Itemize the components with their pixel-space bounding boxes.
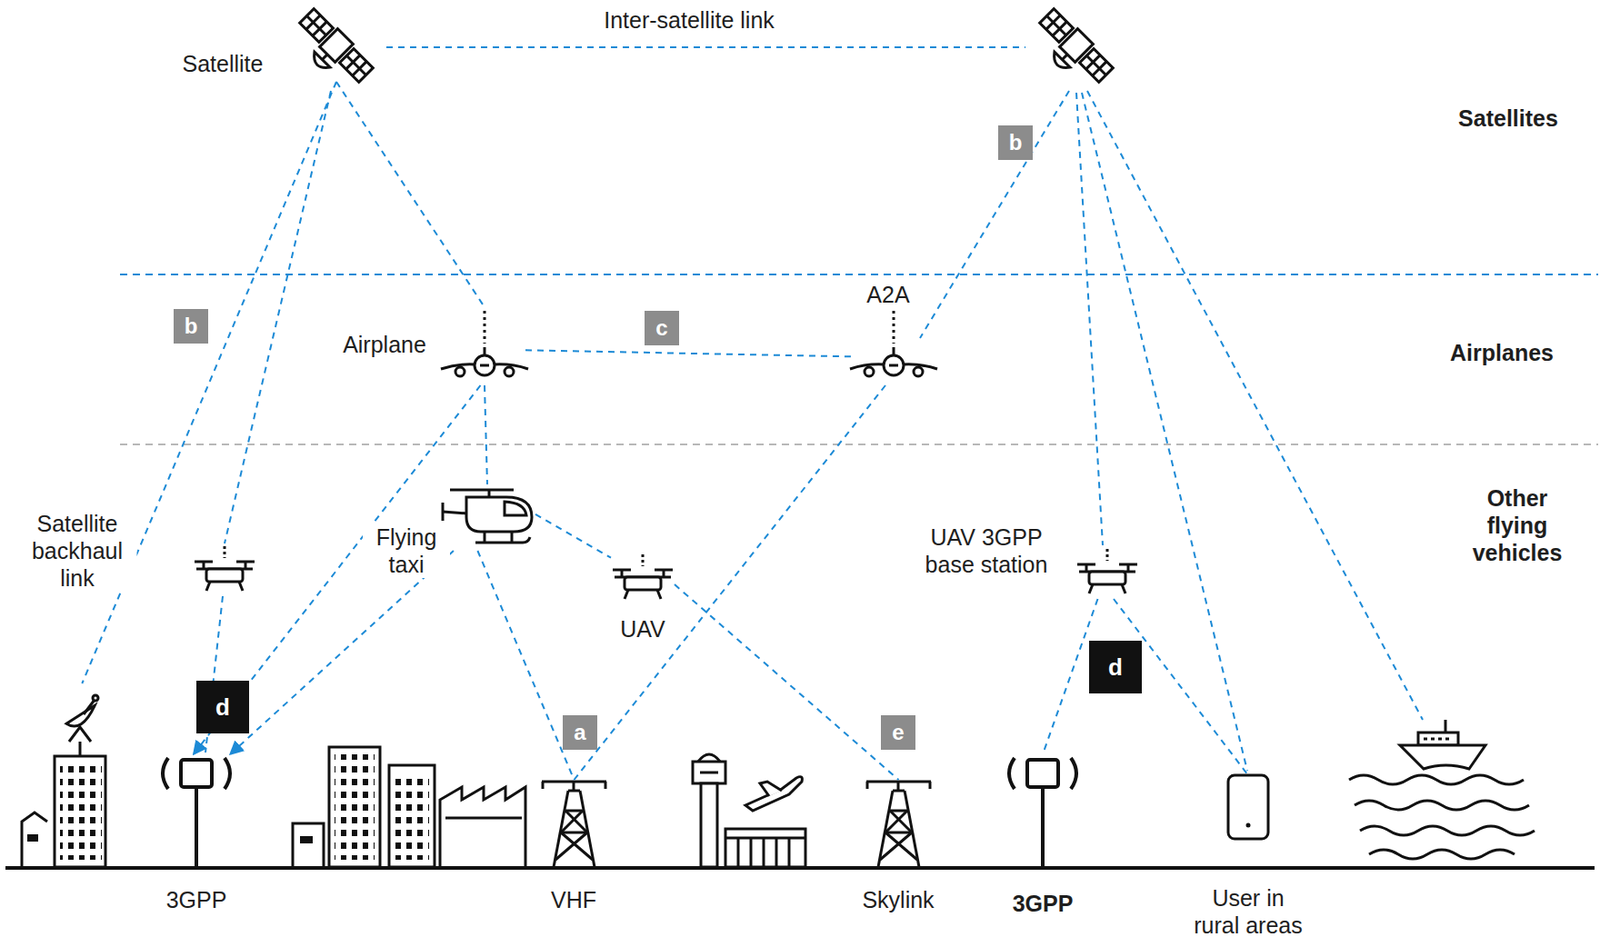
item-label: Flying taxi [362, 523, 450, 579]
band-heading: Other flying vehicles [1462, 484, 1572, 567]
item-node: Skylink [865, 780, 932, 868]
link-connector [193, 385, 481, 755]
item-node: Flying taxi [439, 484, 536, 551]
link-connector [336, 81, 485, 308]
callout-letter: b [998, 125, 1033, 160]
item-node: Satellite [300, 9, 373, 82]
item-label: UAV 3GPP base station [915, 523, 1058, 579]
item-label: A2A [863, 280, 912, 309]
item-node: VHF [540, 780, 608, 868]
item-label: Satellite backhaul link [18, 510, 138, 592]
item-label: UAV [617, 615, 669, 643]
item-node: UAV 3GPP base station [1075, 548, 1140, 600]
item-node: 3GPP [994, 754, 1091, 868]
item-label: Satellite [180, 50, 267, 78]
link-connector [477, 550, 574, 780]
link-connector [525, 350, 853, 357]
item-label: 3GPP [163, 886, 230, 914]
callout-letter: a [562, 715, 598, 750]
link-connector [81, 81, 337, 684]
item-label: VHF [548, 886, 600, 914]
link-connector [574, 385, 887, 780]
link-connector [484, 385, 488, 485]
band-heading: Airplanes [1450, 339, 1554, 367]
callout-letter: e [880, 715, 916, 750]
item-node: UAV [610, 553, 675, 605]
item-label: User in rural areas [1185, 884, 1311, 940]
callout-letter: d [1089, 640, 1142, 694]
callout-letter: d [196, 680, 250, 734]
item-label: Airplane [340, 330, 430, 359]
link-label: Inter-satellite link [600, 6, 779, 34]
item-node: Airplane [443, 307, 526, 386]
callout-letter: b [173, 309, 209, 344]
item-node: User in rural areas [1227, 775, 1270, 840]
callout-letter: c [644, 310, 680, 346]
item-node: Satellite backhaul link [20, 683, 113, 868]
link-connector [535, 514, 611, 559]
link-connector [230, 550, 454, 755]
band-heading: Satellites [1458, 104, 1559, 132]
item-label: Skylink [859, 886, 937, 914]
item-node: 3GPP [148, 754, 245, 868]
link-connector [674, 584, 900, 780]
item-label: 3GPP [1010, 890, 1077, 918]
item-node: A2A [852, 313, 935, 386]
